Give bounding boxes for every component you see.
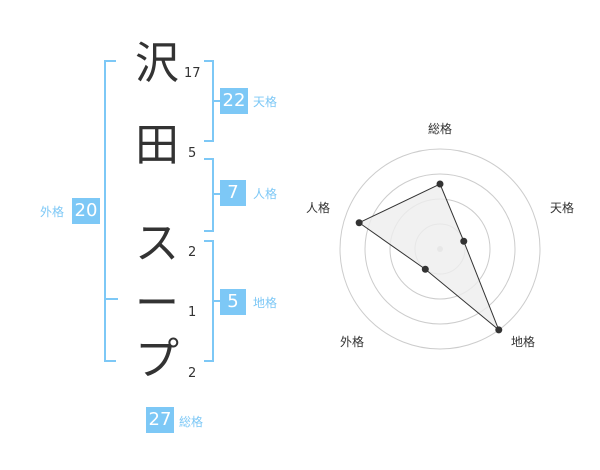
tenkaku-label: 天格 — [253, 95, 278, 109]
soukaku-label: 総格 — [179, 415, 204, 429]
stroke-count-1: 17 — [184, 66, 201, 81]
stroke-count-2: 5 — [188, 146, 197, 161]
radar-axis-label-1: 総格 — [428, 122, 453, 136]
radar-axis-label-4: 外格 — [340, 335, 365, 349]
jinkaku-value: 7 — [220, 180, 246, 206]
tenkaku-value: 22 — [220, 88, 248, 114]
radar-point-2 — [460, 237, 468, 245]
name-char-1: 沢 — [135, 38, 179, 89]
stroke-count-5: 2 — [188, 366, 197, 381]
radar-axis-label-5: 人格 — [306, 201, 331, 215]
gaikaku-label: 外格 — [40, 205, 65, 219]
name-char-3: ス — [135, 218, 179, 269]
chikaku-value: 5 — [220, 289, 246, 315]
name-char-4: ー — [135, 278, 179, 329]
radar-grid-ring — [339, 148, 541, 350]
gaikaku-value: 20 — [72, 198, 100, 224]
stroke-count-3: 2 — [188, 245, 197, 260]
radar-polygon — [358, 183, 500, 331]
radar-point-3 — [495, 326, 503, 334]
name-char-2: 田 — [135, 120, 179, 171]
tenkaku-connector — [212, 100, 220, 102]
chikaku-connector — [212, 300, 220, 302]
gaikaku-bracket-tick — [106, 298, 118, 300]
jinkaku-connector — [212, 193, 220, 195]
stroke-count-4: 1 — [188, 305, 197, 320]
name-char-5: プ — [135, 334, 179, 385]
gaikaku-bracket — [104, 60, 116, 362]
radar-axis-label-2: 天格 — [550, 201, 575, 215]
jinkaku-label: 人格 — [253, 187, 278, 201]
radar-grid-ring — [364, 173, 516, 325]
soukaku-value: 27 — [146, 407, 174, 433]
radar-axis-label-3: 地格 — [511, 335, 536, 349]
jinkaku-bracket — [204, 158, 214, 232]
chikaku-label: 地格 — [253, 296, 278, 310]
radar-point-4 — [421, 265, 429, 273]
radar-point-5 — [355, 219, 363, 227]
radar-point-1 — [436, 180, 444, 188]
